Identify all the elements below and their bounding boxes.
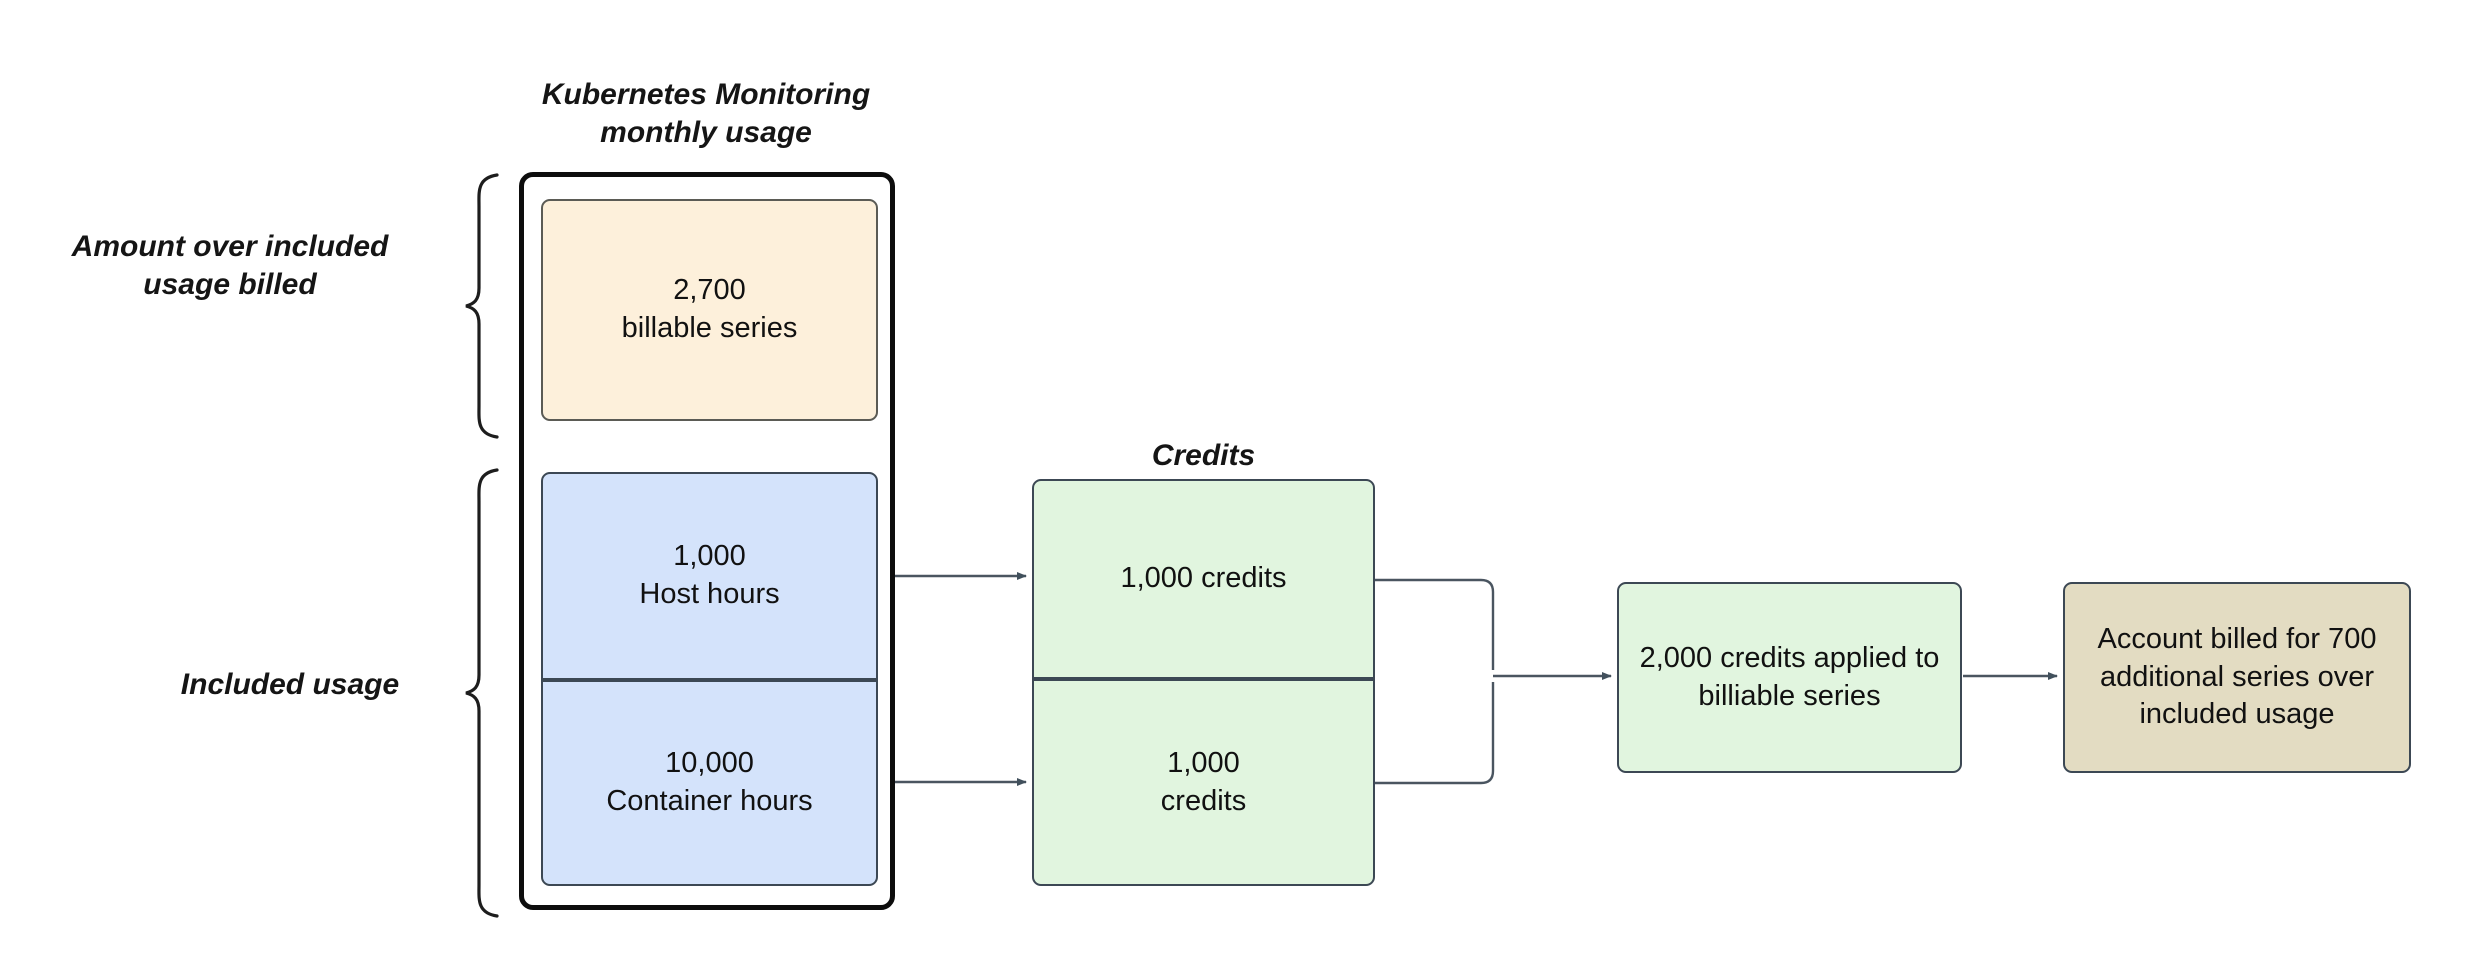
title-credits: Credits bbox=[1151, 439, 1256, 472]
label-amount-over-included: Amount over included usage billed bbox=[71, 230, 389, 302]
connector-credits-merge bbox=[1374, 578, 1495, 670]
curly-brace-left-icon bbox=[465, 173, 499, 439]
node-credits-container[interactable]: 1,000 credits bbox=[1032, 679, 1375, 886]
node-host-hours[interactable]: 1,000 Host hours bbox=[541, 472, 878, 680]
node-billable-series[interactable]: 2,700 billable series bbox=[541, 199, 878, 421]
connector-credits-merge-lower bbox=[1374, 682, 1495, 785]
node-credits-host[interactable]: 1,000 credits bbox=[1032, 479, 1375, 679]
node-container-hours[interactable]: 10,000 Container hours bbox=[541, 680, 878, 886]
node-credits-applied[interactable]: 2,000 credits applied to billiable serie… bbox=[1617, 582, 1962, 773]
curly-brace-left-icon bbox=[465, 468, 499, 918]
label-included-usage: Included usage bbox=[180, 668, 400, 701]
title-kubernetes-monitoring-usage: Kubernetes Monitoring monthly usage bbox=[541, 78, 871, 149]
node-account-billed[interactable]: Account billed for 700 additional series… bbox=[2063, 582, 2411, 773]
